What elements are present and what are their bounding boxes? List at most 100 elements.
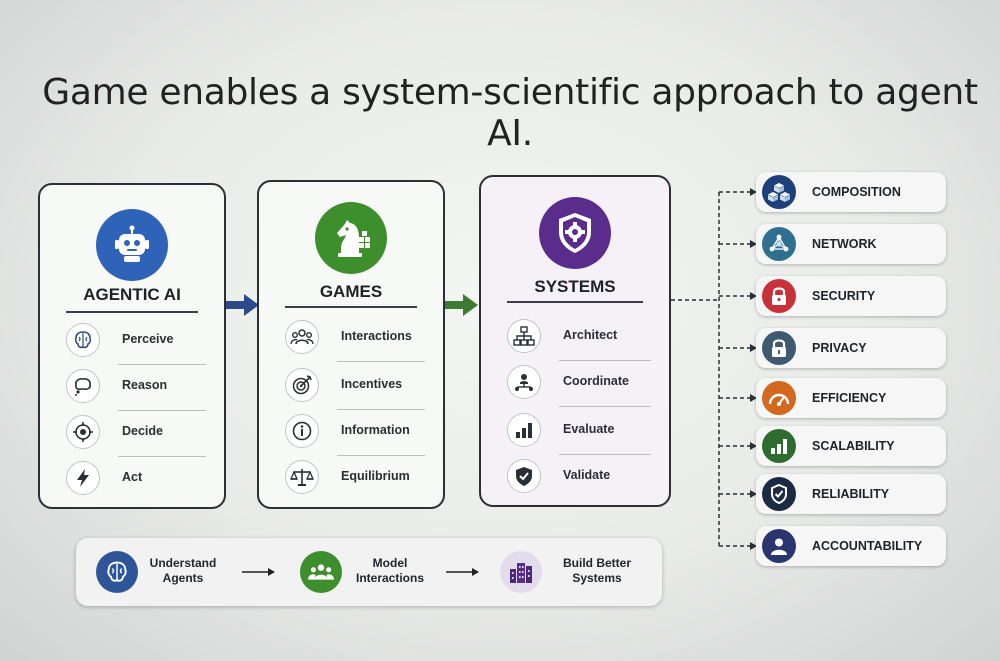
- games-divider: [285, 306, 417, 308]
- property-label: EFFICIENCY: [812, 391, 887, 405]
- games-card: GAMES Interactions Incentives Informatio…: [257, 180, 445, 509]
- shield-check-icon: [762, 477, 796, 511]
- item-label: Information: [341, 423, 410, 437]
- property-scalability: SCALABILITY: [756, 426, 946, 466]
- property-security: SECURITY: [756, 276, 946, 316]
- systems-title: SYSTEMS: [534, 277, 616, 296]
- item-label: Architect: [563, 328, 618, 342]
- buildings-icon: [500, 551, 542, 593]
- arrow-right-icon: [445, 294, 478, 316]
- flow-step-line: Model: [372, 556, 408, 570]
- item-label: Validate: [563, 468, 611, 482]
- flow-step-label: Model Interactions: [350, 556, 430, 586]
- arrow-right-icon: [226, 294, 259, 316]
- bar-chart-growth-icon: [762, 429, 796, 463]
- hierarchy-icon: [507, 319, 541, 353]
- property-label: SCALABILITY: [812, 439, 895, 453]
- list-item-coordinate: Coordinate: [499, 363, 653, 407]
- flow-step-label: Understand Agents: [146, 556, 220, 586]
- dashed-connector-lines: [671, 188, 757, 550]
- padlock-icon: [762, 331, 796, 365]
- property-label: SECURITY: [812, 289, 876, 303]
- people-group-icon: [300, 551, 342, 593]
- cubes-icon: [762, 175, 796, 209]
- arrow-right-icon: [446, 568, 479, 576]
- list-item-incentives: Incentives: [277, 366, 427, 410]
- slide-title: Game enables a system-scientific approac…: [42, 72, 978, 154]
- property-accountability: ACCOUNTABILITY: [756, 526, 946, 566]
- bar-chart-icon: [507, 413, 541, 447]
- property-privacy: PRIVACY: [756, 328, 946, 368]
- agentic-ai-divider: [66, 311, 198, 313]
- brain-icon: [96, 551, 138, 593]
- list-item-architect: Architect: [499, 317, 653, 361]
- shield-gear-icon: [539, 197, 611, 269]
- chess-knight-icon: [315, 202, 387, 274]
- people-group-icon: [285, 320, 319, 354]
- list-item-decide: Decide: [58, 413, 208, 457]
- list-item-perceive: Perceive: [58, 321, 208, 365]
- games-title: GAMES: [319, 282, 383, 301]
- item-label: Act: [122, 470, 143, 484]
- property-label: RELIABILITY: [812, 487, 890, 501]
- property-label: PRIVACY: [812, 341, 867, 355]
- flow-bar: Understand Agents Model Interactions Bui…: [76, 538, 662, 606]
- item-label: Incentives: [341, 377, 403, 391]
- shield-check-icon: [507, 459, 541, 493]
- list-item-act: Act: [58, 459, 208, 499]
- item-label: Reason: [122, 378, 168, 392]
- flow-step-line: Systems: [572, 571, 622, 585]
- item-label: Equilibrium: [341, 469, 410, 483]
- systems-divider: [507, 301, 643, 303]
- property-reliability: RELIABILITY: [756, 474, 946, 514]
- divider: [337, 361, 425, 362]
- property-network: NETWORK: [756, 224, 946, 264]
- list-item-equilibrium: Equilibrium: [277, 458, 427, 498]
- divider: [559, 454, 651, 455]
- agentic-ai-card: AGENTIC AI Perceive Reason Decide Act: [38, 183, 226, 509]
- coordinate-network-icon: [507, 365, 541, 399]
- item-label: Coordinate: [563, 374, 629, 388]
- list-item-evaluate: Evaluate: [499, 411, 653, 455]
- systems-card: SYSTEMS Architect Coordinate Evaluate Va…: [479, 175, 671, 507]
- divider: [118, 456, 206, 457]
- flow-step-label: Build Better Systems: [552, 556, 642, 586]
- user-icon: [762, 529, 796, 563]
- lock-icon: [762, 279, 796, 313]
- info-icon: [285, 414, 319, 448]
- thought-bubble-icon: [66, 369, 100, 403]
- brain-icon: [66, 323, 100, 357]
- flow-step-line: Understand: [149, 556, 217, 570]
- divider: [337, 409, 425, 410]
- divider: [118, 364, 206, 365]
- property-efficiency: EFFICIENCY: [756, 378, 946, 418]
- agentic-ai-title: AGENTIC AI: [83, 285, 181, 304]
- flow-step-line: Interactions: [355, 571, 424, 585]
- divider: [559, 360, 651, 361]
- lightning-bolt-icon: [66, 461, 100, 495]
- flow-step-line: Build Better: [562, 556, 631, 570]
- arrow-right-icon: [242, 568, 275, 576]
- list-item-information: Information: [277, 412, 427, 456]
- property-label: NETWORK: [812, 237, 877, 251]
- speedometer-icon: [762, 381, 796, 415]
- item-label: Perceive: [122, 332, 174, 346]
- divider: [559, 406, 651, 407]
- flow-step-line: Agents: [162, 571, 204, 585]
- item-label: Evaluate: [563, 422, 615, 436]
- target-arrow-icon: [285, 368, 319, 402]
- property-composition: COMPOSITION: [756, 172, 946, 212]
- property-label: COMPOSITION: [812, 185, 901, 199]
- list-item-validate: Validate: [499, 457, 653, 497]
- network-icon: [762, 227, 796, 261]
- divider: [118, 410, 206, 411]
- target-icon: [66, 415, 100, 449]
- property-label: ACCOUNTABILITY: [812, 539, 923, 553]
- list-item-reason: Reason: [58, 367, 208, 411]
- item-label: Interactions: [341, 329, 412, 343]
- balance-scale-icon: [285, 460, 319, 494]
- list-item-interactions: Interactions: [277, 318, 427, 362]
- robot-icon: [96, 209, 168, 281]
- item-label: Decide: [122, 424, 163, 438]
- divider: [337, 455, 425, 456]
